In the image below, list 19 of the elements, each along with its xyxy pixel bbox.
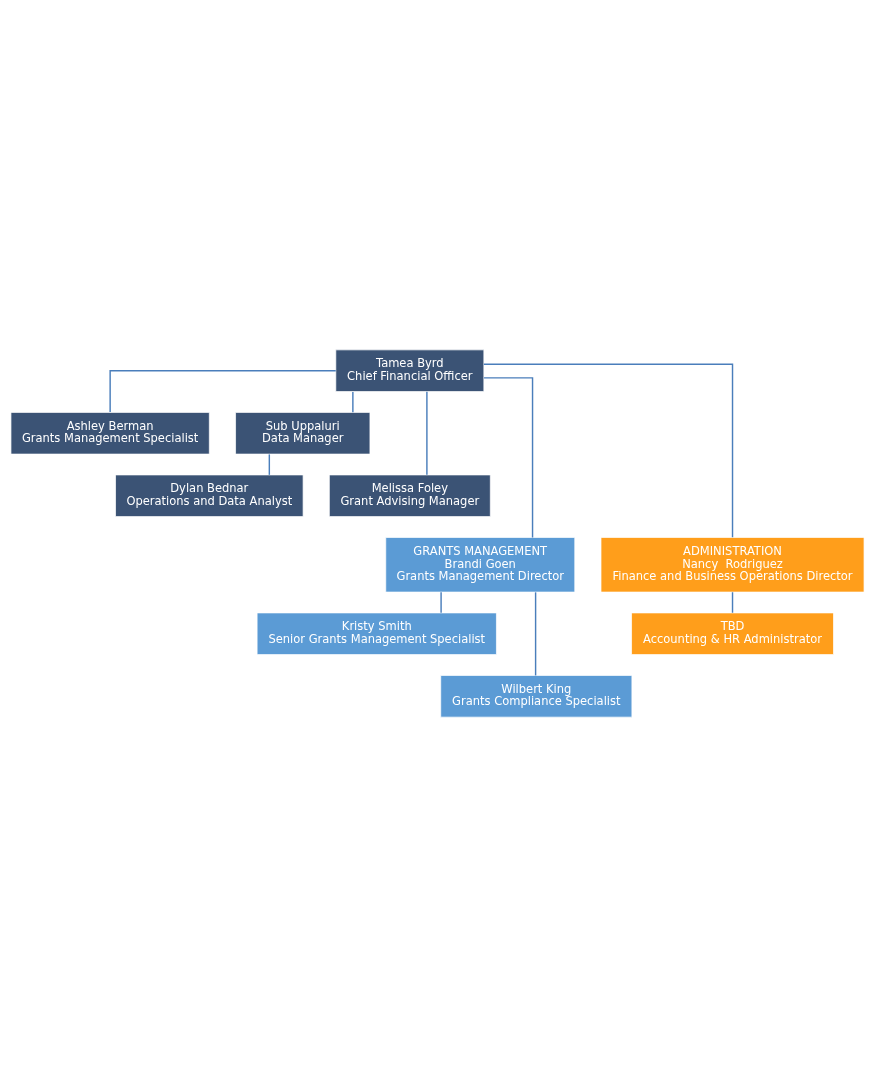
connector: [426, 390, 428, 475]
connector: [268, 453, 271, 476]
connector: [440, 591, 442, 613]
node-box: Tamea Byrd Chief Financial Officer: [335, 349, 485, 392]
node-box: TBD Accounting & HR Administrator: [631, 612, 834, 655]
node-box: Dylan Bednar Operations and Data Analyst: [115, 474, 304, 517]
node-box: Kristy Smith Senior Grants Management Specialist: [256, 612, 497, 655]
connector: [483, 363, 734, 538]
node-box: Sub Uppaluri Data Manager: [235, 411, 371, 454]
node-box: Wilbert King Grants Compliance Specialist: [440, 674, 633, 717]
node-box: Melissa Foley Grant Advising Manager: [328, 474, 491, 517]
connector: [534, 591, 537, 676]
node-box: ADMINISTRATION Nancy Rodriguez Finance and Business Operations Director: [600, 536, 865, 592]
node-box: GRANTS MANAGEMENT Brandi Goen Grants Management Director: [385, 536, 576, 592]
connector: [731, 591, 734, 613]
connector: [483, 376, 534, 538]
connector: [352, 390, 354, 413]
node-box: Ashley Berman Grants Management Specialist: [10, 411, 210, 454]
connector: [109, 369, 337, 413]
